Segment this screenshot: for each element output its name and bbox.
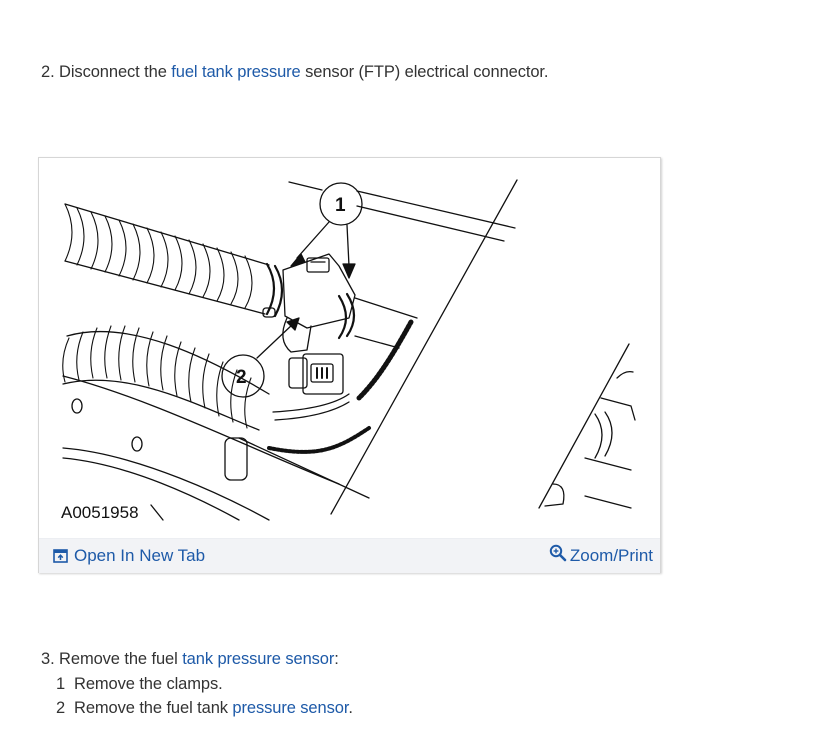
step-text: Disconnect the <box>59 63 167 81</box>
figure-footer: Open In New Tab Zoom/Print <box>39 538 660 573</box>
substep-text: Remove the clamps. <box>74 675 223 693</box>
zoom-print-button[interactable]: Zoom/Print <box>549 544 653 567</box>
substep-text: Remove the fuel tank <box>74 699 228 717</box>
tank-pressure-sensor-link[interactable]: tank pressure sensor <box>182 650 335 668</box>
figure-id-label: A0051958 <box>61 503 139 522</box>
zoom-print-label: Zoom/Print <box>569 546 653 565</box>
step-text: sensor (FTP) electrical connector. <box>305 63 549 81</box>
step-text: Remove the fuel <box>59 650 178 668</box>
ftp-sensor-diagram: 1 2 <box>39 158 660 538</box>
step-number: 3. <box>41 650 55 668</box>
svg-text:1: 1 <box>335 195 346 216</box>
figure-card: 1 2 <box>38 157 661 573</box>
step-number: 2. <box>41 63 55 81</box>
zoom-in-icon <box>549 544 567 562</box>
step-3-instruction: 3. Remove the fuel tank pressure sensor: <box>41 648 339 670</box>
substep-number: 2 <box>56 699 66 717</box>
step-text: : <box>334 650 339 668</box>
substep-number: 1 <box>56 675 66 693</box>
open-new-tab-icon <box>53 549 68 563</box>
substep-1: 1 Remove the clamps. <box>56 673 223 695</box>
open-in-new-tab-button[interactable]: Open In New Tab <box>53 545 205 567</box>
substep-2: 2 Remove the fuel tank pressure sensor. <box>56 697 353 719</box>
fuel-tank-pressure-link[interactable]: fuel tank pressure <box>171 63 301 81</box>
pressure-sensor-link[interactable]: pressure sensor <box>232 699 349 717</box>
step-2-instruction: 2. Disconnect the fuel tank pressure sen… <box>41 61 549 83</box>
open-in-new-tab-label: Open In New Tab <box>74 546 206 565</box>
substep-text: . <box>348 699 353 717</box>
